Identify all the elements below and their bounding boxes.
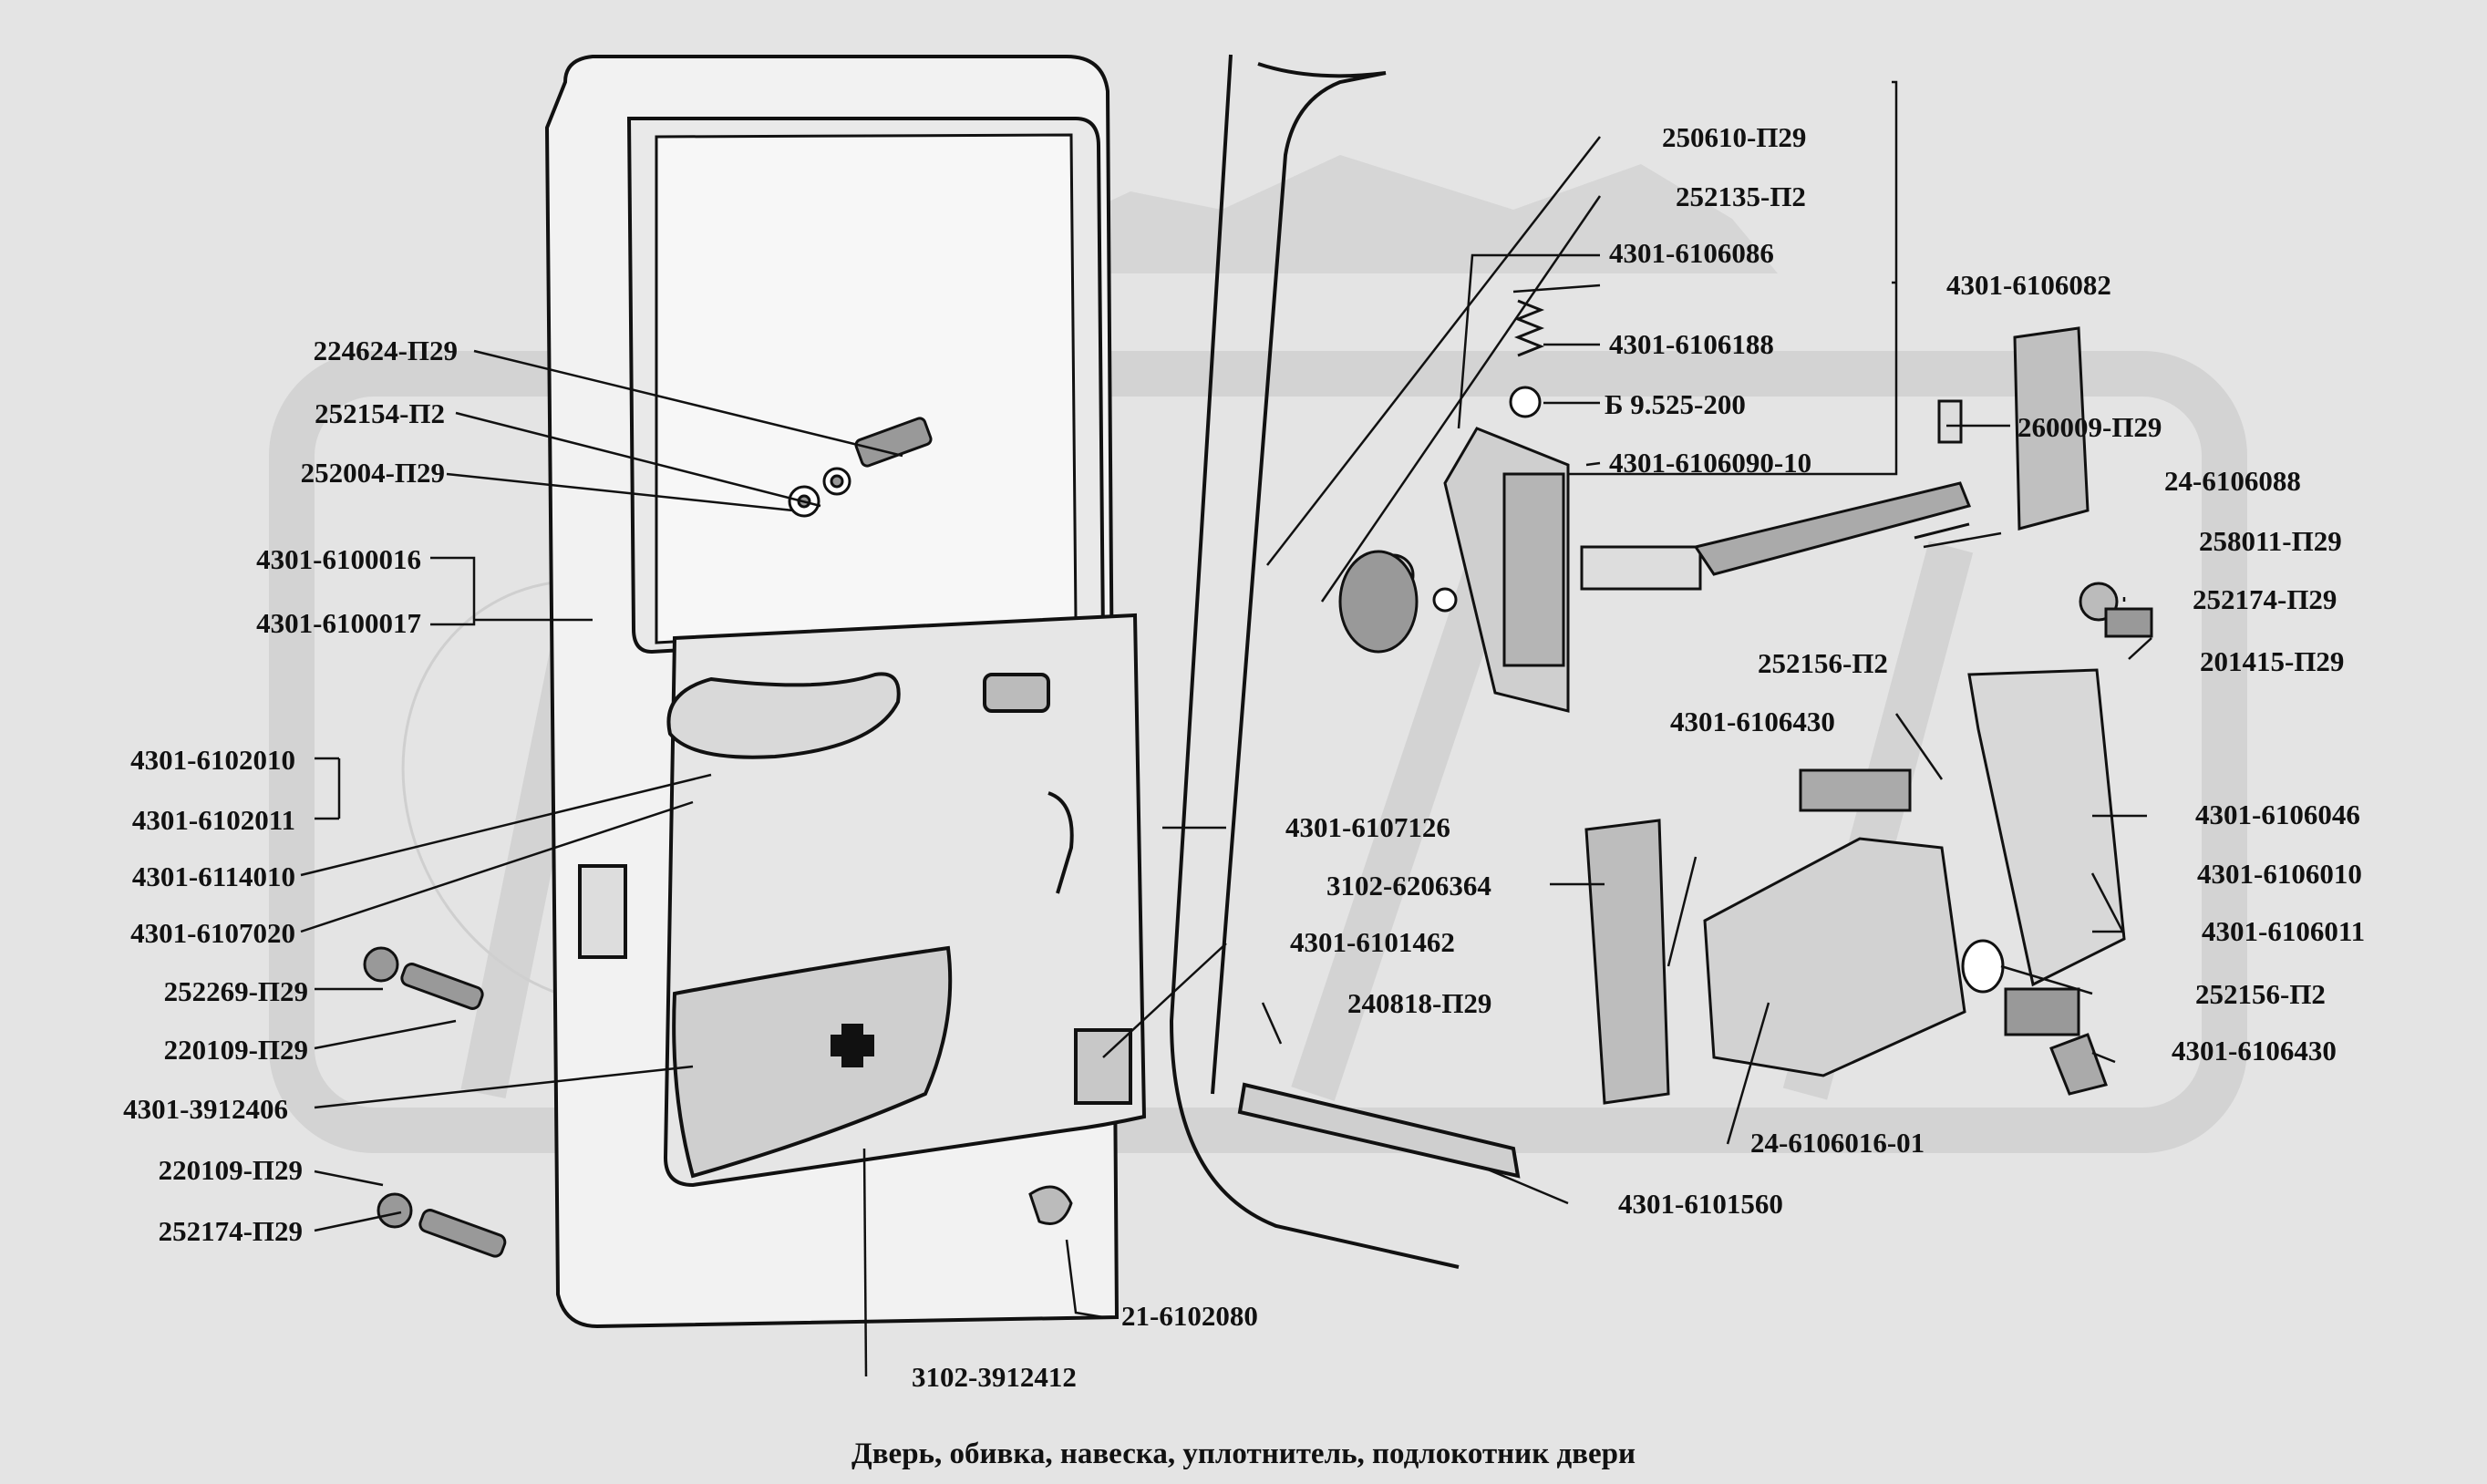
part-label: 220109-П29 [158,1154,303,1186]
part-label: 4301-6101560 [1618,1188,1783,1220]
part-label: Б 9.525-200 [1605,388,1746,420]
hinge-parts [1584,326,2153,1105]
part-label: 4301-6101462 [1290,926,1455,958]
lock-mechanism [1338,299,1972,713]
part-label: 4301-6106082 [1946,269,2111,301]
part-label: 4301-6106430 [1670,706,1835,737]
part-label: 224624-П29 [313,335,458,366]
part-label: 4301-6114010 [131,861,295,892]
part-label: 4301-6107020 [130,917,295,949]
part-label: 252156-П2 [1758,647,1888,679]
part-label: 252135-П2 [1676,180,1806,212]
part-label: 4301-6102011 [131,804,295,836]
part-label: 4301-6100016 [256,543,421,575]
door-panel [544,55,1147,1329]
part-label: 201415-П29 [2200,645,2345,677]
part-label: 4301-6106046 [2195,799,2360,830]
part-label: 4301-6106086 [1609,237,1774,269]
part-label: 252174-П29 [158,1215,303,1247]
part-label: 252269-П29 [163,975,308,1007]
part-label: 4301-6107126 [1285,811,1450,843]
part-label: 4301-6100017 [256,607,421,639]
part-label: 252004-П29 [300,457,445,489]
part-label: 21-6102080 [1121,1300,1258,1332]
part-label: 4301-6106010 [2197,858,2362,890]
part-label: 4301-6106188 [1609,328,1774,360]
part-label: 3102-6206364 [1326,870,1491,902]
leader-lines [300,80,2152,1377]
fasteners-left [363,417,1073,1258]
part-label: 252156-П2 [2195,978,2326,1010]
part-label: 4301-3912406 [123,1093,288,1125]
part-label: 4301-6106090-10 [1609,447,1812,479]
part-label: 4301-6106430 [2172,1035,2337,1067]
part-label: 258011-П29 [2199,525,2342,557]
part-label: 252174-П29 [2193,583,2337,615]
diagram-caption: Дверь, обивка, навеска, уплотнитель, под… [851,1438,1636,1470]
door-frame [1169,54,1521,1269]
part-label: 4301-6102010 [130,744,295,776]
part-label: 260009-П29 [2017,411,2162,443]
part-label: 3102-3912412 [912,1361,1077,1393]
part-label: 24-6106088 [2164,465,2301,497]
part-label: 250610-П29 [1662,121,1807,153]
part-label: 220109-П29 [163,1034,308,1066]
part-label: 24-6106016-01 [1750,1127,1925,1159]
part-label: 240818-П29 [1347,987,1492,1019]
part-label: 4301-6106011 [2202,915,2366,947]
part-label: 252154-П2 [315,397,445,429]
